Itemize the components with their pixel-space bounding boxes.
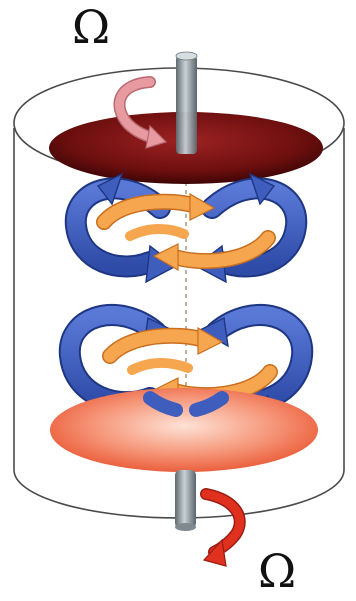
top-shaft-front: [176, 110, 197, 154]
bottom-shaft: [175, 470, 196, 528]
bottom-disk: [50, 388, 318, 472]
top-shaft-cap: [176, 52, 197, 60]
omega-bottom-label: Ω: [258, 548, 296, 594]
bottom-shaft-cap: [175, 523, 196, 531]
curved-arrow-icon: [204, 494, 240, 566]
omega-top-label: Ω: [72, 4, 110, 50]
